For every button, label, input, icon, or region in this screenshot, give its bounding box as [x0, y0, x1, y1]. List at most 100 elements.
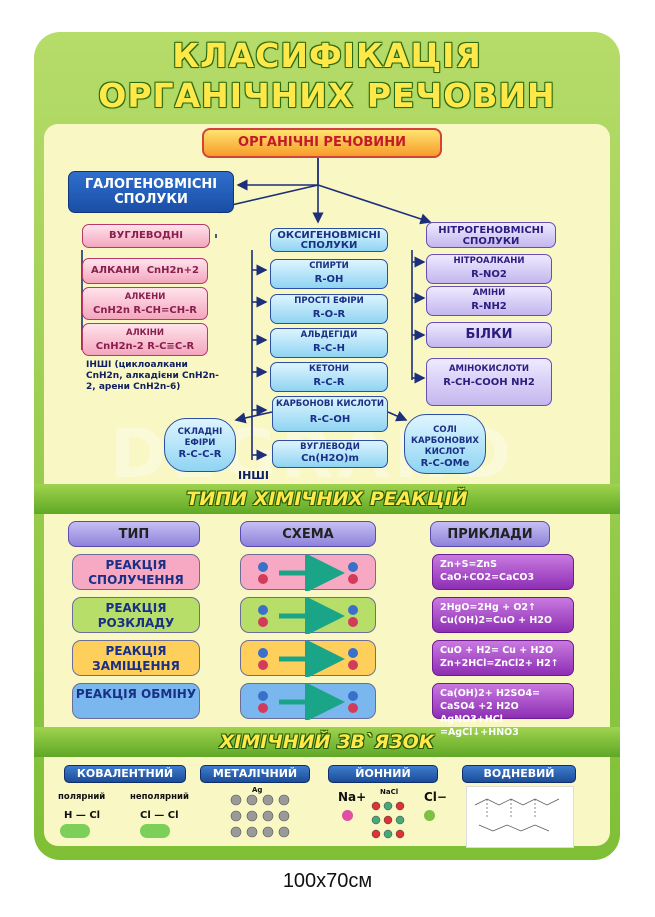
- example-line: Zn+2HCl=ZnCl2+ H2↑: [440, 658, 559, 669]
- hydrocarbon-alkanes: АЛКАНИ CnH2n+2: [82, 258, 208, 284]
- covalent-hcl: H — Cl: [64, 810, 101, 821]
- nitrogen-label: АМІНИ: [472, 288, 506, 298]
- bond-ionic: ЙОННИЙ: [328, 765, 438, 783]
- oxygen-formula: R-C-R: [313, 377, 345, 388]
- nitrogen-amines: АМІНИ R-NH2: [426, 286, 552, 316]
- example-line: CaO+CO2=CaCO3: [440, 572, 535, 583]
- nitrogen-formula: R-CH-COOH NH2: [443, 377, 535, 388]
- oxygen-label: СКЛАДНІ ЕФІРИ: [177, 427, 223, 448]
- column-scheme: СХЕМА: [240, 521, 376, 547]
- oxygen-formula: R-C-OMe: [420, 458, 470, 469]
- halogen-node: ГАЛОГЕНОВМІСНІ СПОЛУКИ: [68, 171, 234, 213]
- nitrogen-header: НІТРОГЕНОВМІСНІ СПОЛУКИ: [426, 222, 556, 248]
- oxygen-ethers: ПРОСТІ ЕФІРИ R-O-R: [270, 294, 388, 324]
- reaction-type: РЕАКЦІЯ ЗАМІЩЕННЯ: [72, 640, 200, 676]
- example-line: 2HgO=2Hg + O2↑: [440, 602, 536, 613]
- oxygen-label: ПРОСТІ ЕФІРИ: [294, 296, 364, 306]
- hydrocarbon-other: ІНШІ (циклоалкани CnH2n, алкадієни CnH2n…: [86, 360, 219, 392]
- scheme-arrow-icon: [258, 598, 358, 634]
- covalent-nonpolar-label: неполярний: [130, 792, 189, 802]
- hydrocarbon-formula: CnH2n+2: [146, 265, 199, 276]
- ion-nacl: NaCl: [380, 788, 399, 796]
- oxygen-ketones: КЕТОНИ R-C-R: [270, 362, 388, 392]
- hydrocarbon-label: АЛКЕНИ: [124, 292, 166, 302]
- nitrogen-label: АМІНОКИСЛОТИ: [448, 364, 530, 374]
- bond-hydrogen: ВОДНЕВИЙ: [462, 765, 576, 783]
- oxygen-other: ІНШІ: [238, 469, 269, 482]
- oxygen-label: СПИРТИ: [309, 261, 349, 271]
- metal-label: Ag: [252, 786, 263, 794]
- hydrogen-bond-diagram: [466, 786, 574, 848]
- reaction-type: РЕАКЦІЯ РОЗКЛАДУ: [72, 597, 200, 633]
- column-examples: ПРИКЛАДИ: [430, 521, 550, 547]
- oxygen-label: АЛЬДЕГІДИ: [300, 330, 358, 340]
- hydrocarbon-formula: CnH2n R-CH=CH-R: [93, 305, 197, 316]
- reaction-example: Zn+S=ZnS CaO+CO2=CaCO3: [432, 554, 574, 590]
- scheme-arrow-icon: [258, 555, 358, 591]
- chloride-ion-icon: [424, 810, 435, 821]
- bonds-band: ХІМІЧНИЙ ЗВ`ЯЗОК: [34, 727, 620, 757]
- oxygen-alcohols: СПИРТИ R-OH: [270, 259, 388, 289]
- hydrocarbon-label: АЛКІНИ: [126, 328, 164, 338]
- oxygen-label: КЕТОНИ: [308, 364, 349, 374]
- oxygen-formula: R-OH: [314, 274, 344, 285]
- example-line: Zn+S=ZnS: [440, 559, 497, 570]
- oxygen-formula: R-C-C-R: [178, 449, 222, 460]
- clcl-molecule-icon: [140, 824, 170, 838]
- nitrogen-label: НІТРОАЛКАНИ: [453, 256, 525, 266]
- hydrocarbon-formula: CnH2n-2 R-C≡C-R: [95, 341, 195, 352]
- example-line: Cu(OH)2=CuO + H2O: [440, 615, 553, 626]
- bond-metallic: МЕТАЛІЧНИЙ: [200, 765, 310, 783]
- column-type: ТИП: [68, 521, 200, 547]
- ion-cl: Cl−: [424, 790, 447, 804]
- reaction-type: РЕАКЦІЯ ОБМІНУ: [72, 683, 200, 719]
- reactions-band-title: ТИПИ ХІМІЧНИХ РЕАКЦІЙ: [186, 488, 468, 510]
- scheme-arrow-icon: [258, 684, 358, 720]
- reaction-scheme: [240, 683, 376, 720]
- oxygen-formula: R-C-H: [313, 343, 345, 354]
- covalent-clcl: Cl — Cl: [140, 810, 179, 821]
- reaction-scheme: [240, 554, 376, 591]
- nitrogen-aminoacids: АМІНОКИСЛОТИ R-CH-COOH NH2: [426, 358, 552, 406]
- hydrocarbon-alkenes: АЛКЕНИ CnH2n R-CH=CH-R: [82, 287, 208, 320]
- oxygen-aldehydes: АЛЬДЕГІДИ R-C-H: [270, 328, 388, 358]
- oxygen-label: КАРБОНОВІ КИСЛОТИ: [276, 399, 384, 409]
- oxygen-header: ОКСИГЕНОВМІСНІ СПОЛУКИ: [270, 228, 388, 252]
- reaction-type: РЕАКЦІЯ СПОЛУЧЕННЯ: [72, 554, 200, 590]
- reaction-scheme: [240, 640, 376, 677]
- oxygen-formula: Cn(H2O)m: [301, 453, 359, 464]
- reaction-example: CuO + H2= Cu + H2O Zn+2HCl=ZnCl2+ H2↑: [432, 640, 574, 676]
- reactions-band: ТИПИ ХІМІЧНИХ РЕАКЦІЙ: [34, 484, 620, 514]
- ion-na: Na+: [338, 790, 367, 804]
- hydrocarbon-label: АЛКАНИ: [91, 265, 140, 276]
- oxygen-formula: R-O-R: [312, 309, 346, 320]
- nitrogen-formula: R-NH2: [471, 301, 507, 312]
- reaction-scheme: [240, 597, 376, 634]
- example-line: AgNO3+HCl =AgCl↓+HNO3: [440, 714, 519, 738]
- hydrocarbons-header: ВУГЛЕВОДНІ: [82, 224, 210, 248]
- sodium-ion-icon: [342, 810, 353, 821]
- oxygen-label: СОЛІ КАРБОНОВИХ КИСЛОТ: [411, 425, 479, 457]
- oxygen-label: ВУГЛЕВОДИ: [300, 442, 360, 452]
- size-label: 100x70см: [282, 870, 373, 892]
- bonds-band-title: ХІМІЧНИЙ ЗВ`ЯЗОК: [219, 731, 435, 753]
- bond-covalent: КОВАЛЕНТНИЙ: [64, 765, 186, 783]
- example-line: CuO + H2= Cu + H2O: [440, 645, 554, 656]
- oxygen-formula: R-C-OH: [309, 414, 351, 425]
- scheme-arrow-icon: [258, 641, 358, 677]
- hydrocarbon-alkynes: АЛКІНИ CnH2n-2 R-C≡C-R: [82, 323, 208, 356]
- covalent-polar-label: полярний: [58, 792, 106, 802]
- title-line-1: КЛАСИФІКАЦІЯ: [172, 36, 482, 75]
- oxygen-acids: КАРБОНОВІ КИСЛОТИ R-C-OH: [272, 396, 388, 432]
- root-node: ОРГАНІЧНІ РЕЧОВИНИ: [202, 128, 442, 158]
- hcl-molecule-icon: [60, 824, 90, 838]
- example-line: Ca(OH)2+ H2SO4= CaSO4 +2 H2O: [440, 688, 541, 712]
- title-line-2: ОРГАНІЧНИХ РЕЧОВИН: [98, 76, 556, 115]
